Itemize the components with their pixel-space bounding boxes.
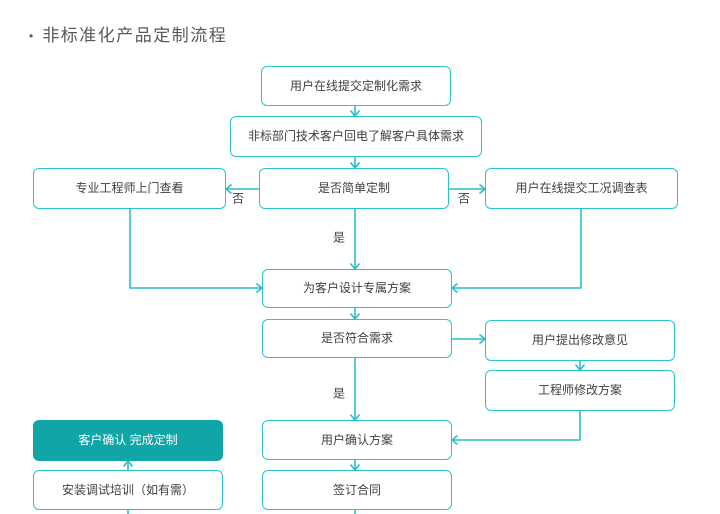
edge-survey-to-design bbox=[452, 209, 582, 289]
edge-visit-to-design bbox=[129, 209, 262, 289]
page-title-row: • 非标准化产品定制流程 bbox=[29, 26, 227, 46]
flow-node-customer-confirm-done: 客户确认 完成定制 bbox=[33, 420, 223, 461]
flow-node-user-feedback: 用户提出修改意见 bbox=[485, 320, 675, 361]
arrowhead-training-to-done bbox=[122, 460, 134, 468]
flow-node-design-plan: 为客户设计专属方案 bbox=[262, 269, 452, 308]
flow-node-install-training: 安装调试培训（如有需） bbox=[33, 470, 223, 510]
edge-label-yes-top: 是 bbox=[332, 230, 346, 245]
flow-node-user-confirm-plan: 用户确认方案 bbox=[262, 420, 452, 460]
page-title: 非标准化产品定制流程 bbox=[42, 26, 228, 45]
arrowhead-survey-to-design bbox=[451, 282, 459, 294]
arrowhead-revise-to-confirm bbox=[451, 434, 459, 446]
flow-node-engineer-revise: 工程师修改方案 bbox=[485, 370, 675, 411]
flow-node-meets-needs: 是否符合需求 bbox=[262, 319, 452, 358]
bullet-icon: • bbox=[29, 29, 34, 43]
edge-label-yes-bottom: 是 bbox=[332, 386, 346, 401]
flow-node-dept-callback: 非标部门技术客户回电了解客户具体需求 bbox=[230, 116, 482, 157]
edge-label-no-right: 否 bbox=[457, 191, 471, 206]
flow-node-submit-survey: 用户在线提交工况调查表 bbox=[485, 168, 678, 209]
flow-node-submit-custom-request: 用户在线提交定制化需求 bbox=[261, 66, 451, 106]
edge-label-no-left: 否 bbox=[231, 191, 245, 206]
arrowhead-simple-no-left bbox=[225, 183, 233, 195]
flow-node-sign-contract: 签订合同 bbox=[262, 470, 452, 510]
flow-node-engineer-visit: 专业工程师上门查看 bbox=[33, 168, 226, 209]
flow-node-simple-customization: 是否简单定制 bbox=[259, 168, 449, 209]
edge-revise-to-confirm bbox=[452, 411, 581, 441]
